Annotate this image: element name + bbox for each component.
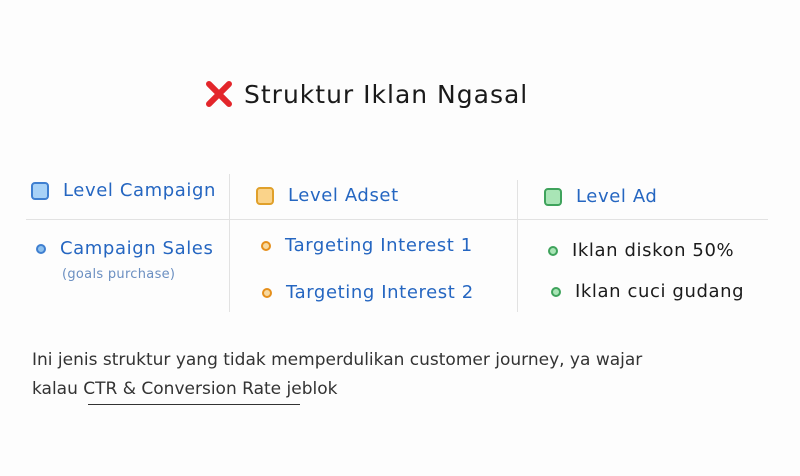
item-label: Targeting Interest 1: [285, 235, 473, 256]
underline-decoration: [88, 404, 300, 405]
list-item-targeting-2: Targeting Interest 2: [262, 282, 474, 303]
bullet-icon: [261, 240, 271, 251]
item-label: Iklan cuci gudang: [575, 281, 745, 302]
list-item-ad-cuci-gudang: Iklan cuci gudang: [551, 281, 744, 302]
column-header-label: Level Adset: [288, 185, 399, 206]
bullet-icon: [548, 245, 558, 256]
title-text: Struktur Iklan Ngasal: [244, 79, 529, 109]
description-line-1: Ini jenis struktur yang tidak memperduli…: [32, 350, 643, 370]
item-label: Targeting Interest 2: [286, 282, 474, 303]
list-item-targeting-1: Targeting Interest 1: [261, 235, 473, 256]
column-header-ad: Level Ad: [544, 186, 657, 207]
column-divider: [517, 180, 518, 312]
header-divider: [26, 219, 768, 220]
square-icon: [544, 187, 562, 206]
bullet-icon: [551, 286, 561, 297]
item-label: Campaign Sales: [60, 238, 214, 259]
cross-mark-icon: [206, 81, 232, 107]
square-icon: [31, 181, 49, 200]
description-line-2: kalau CTR & Conversion Rate jeblok: [32, 379, 338, 399]
bullet-icon: [262, 287, 272, 298]
column-divider: [229, 174, 230, 312]
square-icon: [256, 186, 274, 205]
bullet-icon: [36, 243, 46, 254]
list-item-campaign-sales: Campaign Sales: [36, 238, 213, 259]
diagram-title: Struktur Iklan Ngasal: [204, 74, 528, 114]
column-header-label: Level Ad: [576, 186, 658, 207]
list-item-ad-diskon: Iklan diskon 50%: [548, 240, 734, 261]
item-sublabel: (goals purchase): [62, 267, 176, 282]
item-label: Iklan diskon 50%: [572, 240, 735, 261]
description-text: Ini jenis struktur yang tidak memperduli…: [32, 346, 752, 404]
column-header-campaign: Level Campaign: [31, 180, 216, 201]
column-header-label: Level Campaign: [63, 180, 217, 201]
column-header-adset: Level Adset: [256, 185, 399, 206]
